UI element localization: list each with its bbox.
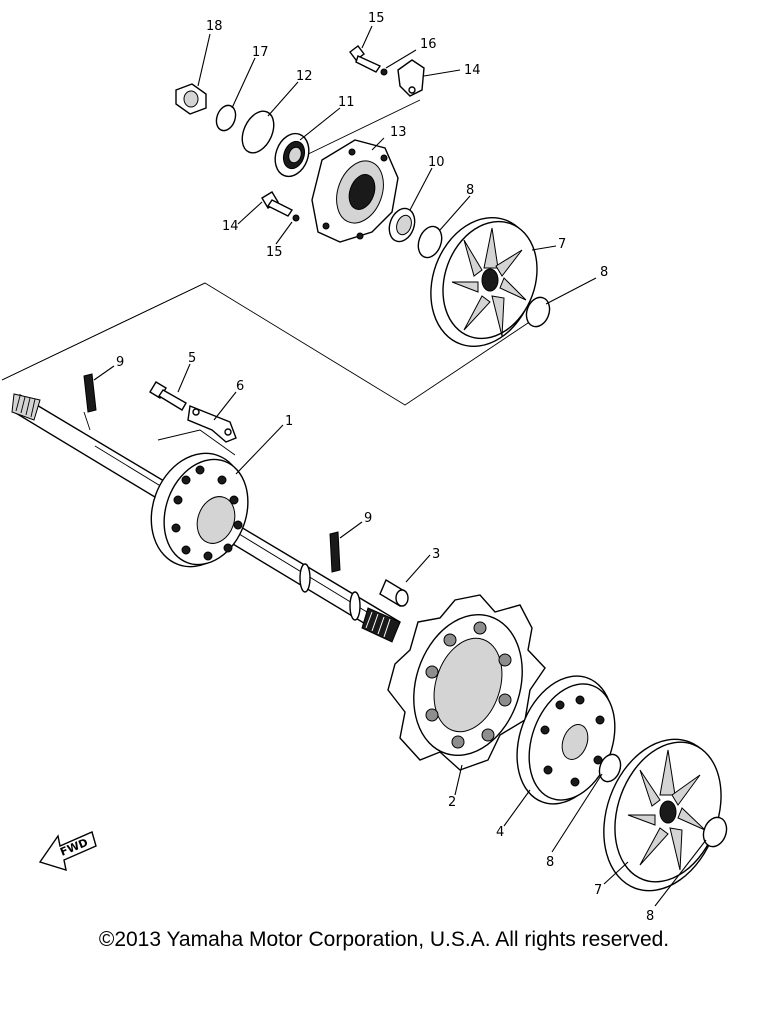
- lock-plate: [187, 405, 237, 443]
- spring-pin-lower: [329, 531, 341, 573]
- spring-washer: [380, 68, 388, 76]
- washer: [598, 753, 622, 783]
- callout-6: 6: [236, 379, 244, 394]
- idler-wheel-lower: [603, 738, 722, 892]
- bearing-housing: [311, 139, 399, 243]
- callout-15b: 15: [266, 245, 283, 260]
- spring-pin-upper: [83, 373, 97, 431]
- callout-labels: 1 2 3 4 5 6 7 7 8 8 8 8 9 9 10 11 12 13 …: [116, 11, 654, 924]
- washer: [215, 104, 237, 132]
- sub-assembly-line: [157, 429, 236, 456]
- leader-lines: [93, 25, 707, 907]
- idler-wheel-upper: [430, 216, 538, 348]
- callout-9a: 9: [116, 355, 124, 370]
- bolt: [149, 381, 187, 411]
- drive-sprocket: [387, 594, 546, 771]
- callout-14a: 14: [464, 63, 481, 78]
- callout-16: 16: [420, 37, 437, 52]
- flange-hub: [150, 452, 249, 568]
- callout-14b: 14: [222, 219, 239, 234]
- copyright-notice: ©2013 Yamaha Motor Corporation, U.S.A. A…: [98, 928, 670, 951]
- callout-9b: 9: [364, 511, 372, 526]
- washer: [417, 225, 443, 259]
- assembly-boundary-line: [1, 282, 206, 381]
- bracket: [397, 59, 425, 97]
- callout-4: 4: [496, 825, 504, 840]
- wheel-hub-plate: [516, 675, 616, 805]
- spacer-collar: [379, 578, 409, 608]
- callout-8d: 8: [646, 909, 654, 924]
- callout-8b: 8: [600, 265, 608, 280]
- bolt: [261, 191, 294, 217]
- callout-5: 5: [188, 351, 196, 366]
- callout-10: 10: [428, 155, 445, 170]
- spring-washer: [292, 214, 300, 222]
- callout-13: 13: [390, 125, 407, 140]
- callout-17: 17: [252, 45, 269, 60]
- callout-15a: 15: [368, 11, 385, 26]
- callout-7b: 7: [594, 883, 602, 898]
- callout-18: 18: [206, 19, 223, 34]
- callout-2: 2: [448, 795, 456, 810]
- callout-8a: 8: [466, 183, 474, 198]
- callout-11: 11: [338, 95, 355, 110]
- callout-8c: 8: [546, 855, 554, 870]
- oil-seal: [388, 207, 416, 243]
- circlip: [241, 110, 275, 154]
- washer: [525, 296, 551, 328]
- bolt: [349, 45, 382, 73]
- callout-1: 1: [285, 414, 293, 429]
- bearing: [274, 132, 310, 178]
- callout-12: 12: [296, 69, 313, 84]
- lock-nut: [175, 83, 207, 115]
- callout-3: 3: [432, 547, 440, 562]
- washer: [702, 816, 728, 848]
- callout-7a: 7: [558, 237, 566, 252]
- sub-assembly-line: [299, 99, 421, 159]
- forward-direction-arrow: FWD: [38, 831, 97, 872]
